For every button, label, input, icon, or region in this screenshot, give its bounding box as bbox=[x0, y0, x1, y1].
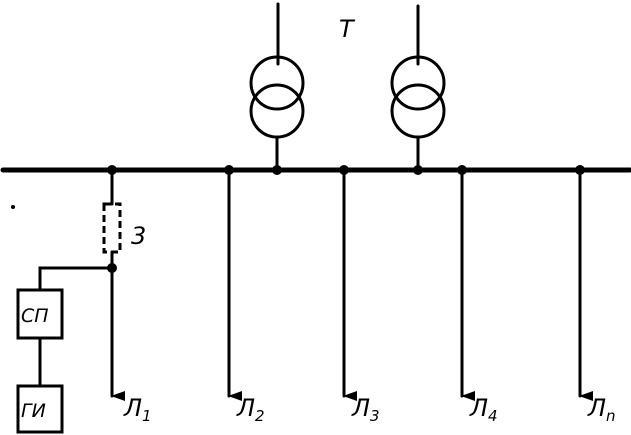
fuse-symbol bbox=[102, 202, 122, 254]
gi-block bbox=[16, 384, 64, 434]
line-2-feeder bbox=[224, 165, 242, 401]
transformer-1 bbox=[249, 2, 305, 175]
line-1-feeder bbox=[38, 165, 125, 401]
line-label-n: Лn bbox=[587, 394, 616, 425]
transformer-2 bbox=[390, 4, 446, 175]
line-label-1: Л1 bbox=[123, 394, 152, 425]
fuse-label: 3 bbox=[131, 222, 146, 250]
line-n-feeder bbox=[575, 165, 593, 401]
line-label-2: Л2 bbox=[236, 394, 265, 425]
line-label-4: Л4 bbox=[469, 394, 498, 425]
stray-dot bbox=[11, 205, 15, 209]
gi-block-label: ГИ bbox=[21, 400, 46, 422]
line-label-3: Л3 bbox=[351, 394, 380, 425]
line-3-feeder bbox=[339, 165, 357, 401]
transformer-label: T bbox=[339, 15, 356, 43]
sp-block-label: СП bbox=[21, 305, 49, 327]
line-4-feeder bbox=[457, 165, 475, 401]
